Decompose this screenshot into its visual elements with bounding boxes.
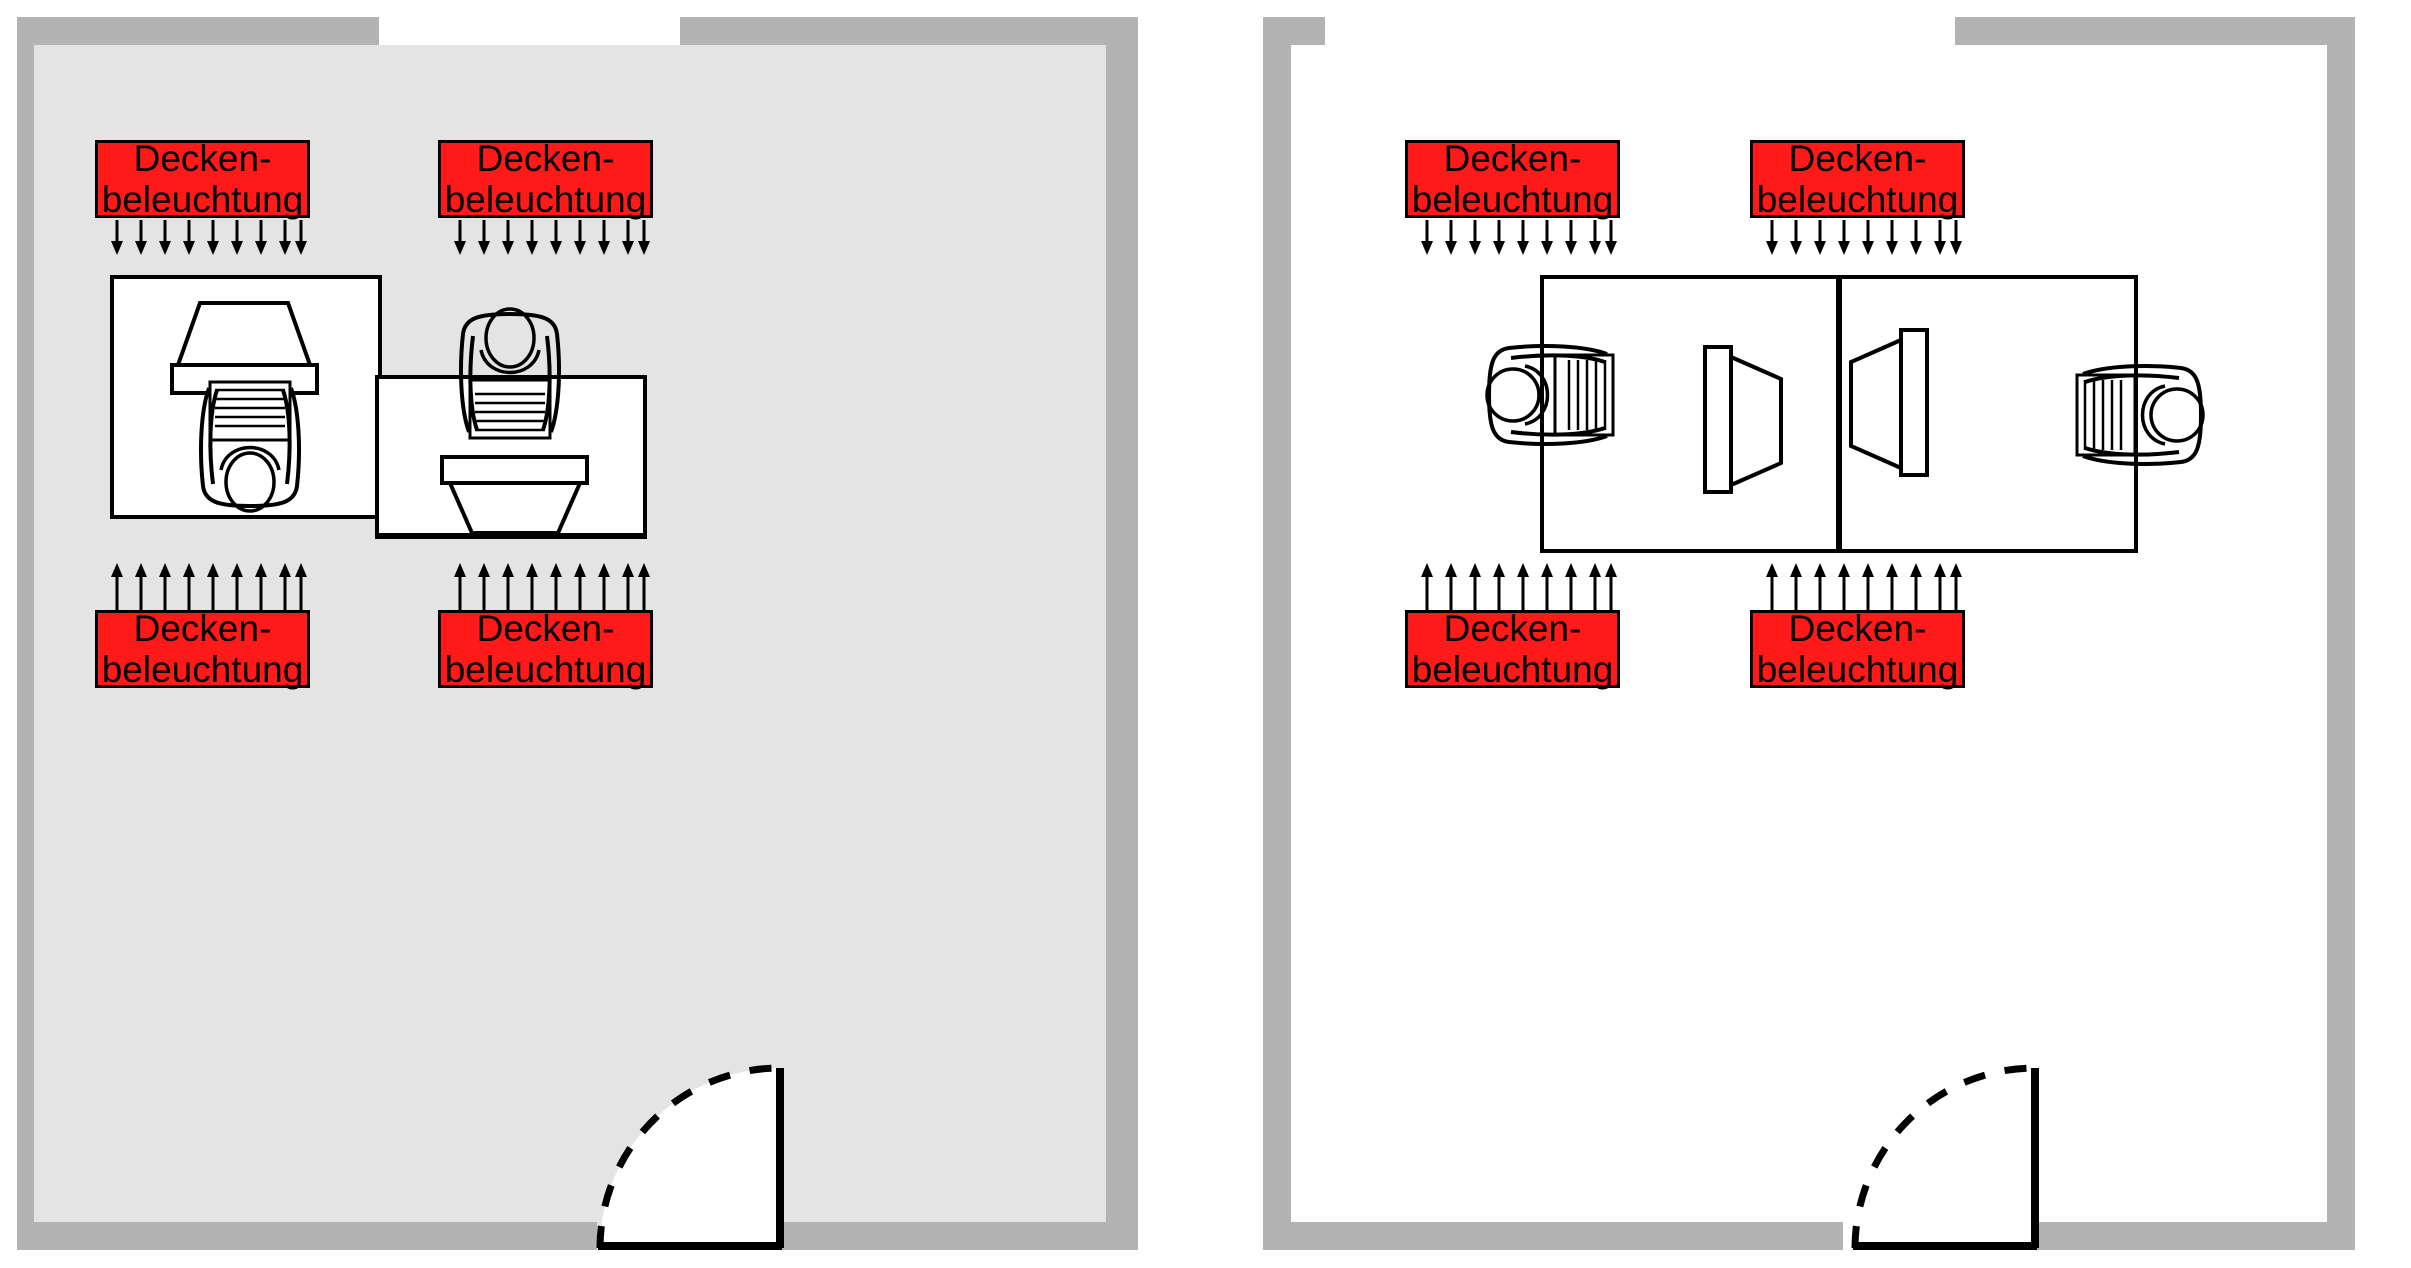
lamp-label-line1: Decken- bbox=[476, 137, 615, 179]
wall-right-east bbox=[2327, 17, 2355, 1250]
lamp-label-line1: Decken- bbox=[1788, 607, 1927, 649]
lamp-label-line2: beleuchtung bbox=[444, 179, 647, 220]
rays-right-top-right bbox=[1750, 220, 1965, 256]
lamp-label-line1: Decken- bbox=[133, 137, 272, 179]
lamp-label-line1: Decken- bbox=[1788, 137, 1927, 179]
lamp-label-line1: Decken- bbox=[1443, 607, 1582, 649]
rays-right-bottom-right bbox=[1750, 563, 1965, 611]
lamp-left-bottom-right[interactable]: Decken- beleuchtung bbox=[438, 607, 653, 690]
door-left-room[interactable] bbox=[592, 1060, 792, 1250]
lamp-label-line2: beleuchtung bbox=[1756, 649, 1959, 690]
rays-right-bottom-left bbox=[1405, 563, 1620, 611]
wall-left-west bbox=[17, 17, 34, 1250]
lamp-right-top-right[interactable]: Decken- beleuchtung bbox=[1750, 137, 1965, 220]
chair-person-right-right[interactable] bbox=[2055, 340, 2205, 466]
lamp-label-line1: Decken- bbox=[1443, 137, 1582, 179]
lamp-left-top-left[interactable]: Decken- beleuchtung bbox=[95, 137, 310, 220]
chair-person-left-lower[interactable] bbox=[455, 307, 565, 440]
lamp-label-line2: beleuchtung bbox=[1756, 179, 1959, 220]
door-right-room[interactable] bbox=[1847, 1060, 2047, 1250]
lamp-label-line1: Decken- bbox=[476, 607, 615, 649]
wall-left-south bbox=[17, 1222, 597, 1250]
rays-left-bottom-right bbox=[438, 563, 653, 611]
rays-right-top-left bbox=[1405, 220, 1620, 256]
wall-left-north-b bbox=[680, 17, 1138, 45]
monitor-left-lower bbox=[440, 455, 600, 535]
wall-left-south-b bbox=[780, 1222, 1138, 1250]
wall-right-south bbox=[1263, 1222, 1843, 1250]
chair-person-left-upper[interactable] bbox=[195, 380, 305, 513]
wall-right-north-a bbox=[1263, 17, 1325, 45]
lamp-label-line2: beleuchtung bbox=[1411, 649, 1614, 690]
lamp-label-line2: beleuchtung bbox=[101, 179, 304, 220]
wall-left-north-a bbox=[17, 17, 379, 45]
lamp-right-top-left[interactable]: Decken- beleuchtung bbox=[1405, 137, 1620, 220]
wall-right-west bbox=[1263, 17, 1291, 1250]
wall-left-east bbox=[1106, 17, 1138, 1250]
room-left: Decken- beleuchtung Decken- be bbox=[0, 0, 1160, 1268]
lamp-right-bottom-right[interactable]: Decken- beleuchtung bbox=[1750, 607, 1965, 690]
rays-left-top-right bbox=[438, 220, 653, 256]
chair-person-right-left[interactable] bbox=[1485, 340, 1615, 450]
lamp-label-line2: beleuchtung bbox=[1411, 179, 1614, 220]
monitor-right-right bbox=[1849, 328, 1929, 488]
lamp-left-top-right[interactable]: Decken- beleuchtung bbox=[438, 137, 653, 220]
room-right: Decken- beleuchtung Decken- be bbox=[1255, 0, 2411, 1268]
wall-right-north-b bbox=[1955, 17, 2355, 45]
lamp-label-line2: beleuchtung bbox=[101, 649, 304, 690]
rays-left-top-left bbox=[95, 220, 310, 256]
lamp-right-bottom-left[interactable]: Decken- beleuchtung bbox=[1405, 607, 1620, 690]
lamp-label-line1: Decken- bbox=[133, 607, 272, 649]
rays-left-bottom-left bbox=[95, 563, 310, 611]
lamp-left-bottom-left[interactable]: Decken- beleuchtung bbox=[95, 607, 310, 690]
monitor-right-left bbox=[1703, 345, 1783, 505]
wall-right-south-b bbox=[2035, 1222, 2355, 1250]
lamp-label-line2: beleuchtung bbox=[444, 649, 647, 690]
